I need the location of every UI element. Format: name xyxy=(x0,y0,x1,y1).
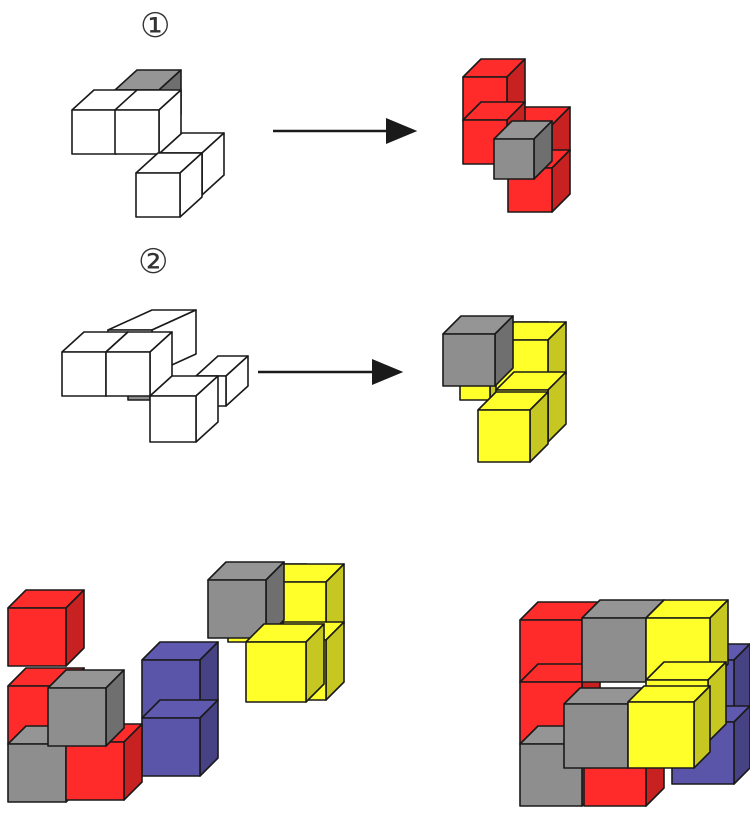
piece-2-cube-middle-front-face xyxy=(106,352,150,396)
piece-2-cube-left-front-face xyxy=(62,352,106,396)
piece-1-gray-cube-front-face xyxy=(494,139,534,179)
piece-2-yellow-cube-front xyxy=(478,392,548,462)
exploded-pieces xyxy=(8,562,344,802)
gray-cube-front xyxy=(48,670,124,746)
piece-2-gray-cube xyxy=(443,316,513,386)
piece-1-cube-left-front-face xyxy=(72,110,116,154)
assembled-gray-cube-front-front-face xyxy=(564,704,628,768)
piece-2-colored xyxy=(443,316,566,462)
piece-2-outline xyxy=(62,310,248,442)
blue-cube-bottom xyxy=(142,700,218,776)
yellow-cube-front xyxy=(246,624,324,702)
piece-2-cube-front-front-face xyxy=(150,396,196,442)
piece-2-cube-front xyxy=(150,376,218,442)
piece-1-cube-middle-front-face xyxy=(115,110,159,154)
gray-cube-bottom-left-front-face xyxy=(8,744,66,802)
piece-1-outline xyxy=(72,70,224,217)
red-cube-top-front-face xyxy=(8,608,66,666)
piece-2-yellow-cube-front-front-face xyxy=(478,410,530,462)
red-cube-top xyxy=(8,590,84,666)
piece-1-gray-cube xyxy=(494,121,552,179)
gray-cube-top-front-face xyxy=(208,580,266,638)
assembled-yellow-cube-front-front-face xyxy=(628,702,694,768)
gray-cube-front-front-face xyxy=(48,688,106,746)
assembled-cube xyxy=(520,600,750,806)
assembled-yellow-cube-front xyxy=(628,686,710,768)
blue-cube-bottom-front-face xyxy=(142,718,200,776)
red-cube-bottom-front-face xyxy=(66,742,124,800)
assembled-gray-cube-top-front-face xyxy=(582,618,646,682)
yellow-cube-front-front-face xyxy=(246,642,306,702)
piece-1-cube-front xyxy=(136,153,202,217)
piece-1-colored xyxy=(463,59,570,212)
piece-1-cube-front-front-face xyxy=(136,173,180,217)
piece-2-gray-cube-front-face xyxy=(443,334,495,386)
